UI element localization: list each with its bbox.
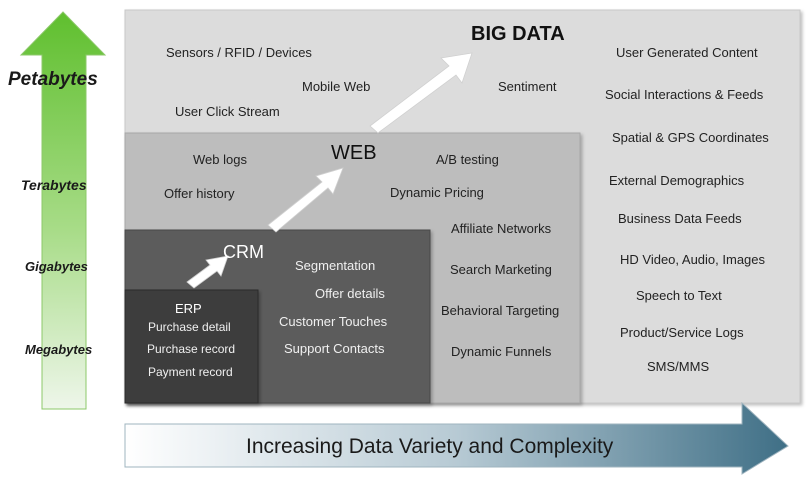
data-volume-arrow [19,11,107,410]
crm-item: Support Contacts [284,341,385,356]
web-right-item: Affiliate Networks [451,221,552,236]
big-data-right-item: User Generated Content [616,45,758,60]
x-axis-label: Increasing Data Variety and Complexity [246,435,614,458]
y-label-gigabytes: Gigabytes [25,259,88,274]
growth-arrow-crm-web [267,167,344,233]
erp-layer-box [124,289,259,404]
web-item: Dynamic Pricing [390,185,484,200]
web-title: WEB [331,142,377,164]
big-data-right-item: Product/Service Logs [620,325,744,340]
web-item: A/B testing [436,152,499,167]
web-right-item: Behavioral Targeting [441,303,560,318]
big-data-item: Sensors / RFID / Devices [166,45,312,60]
erp-item: Purchase record [147,342,236,356]
big-data-right-item: Spatial & GPS Coordinates [612,130,769,145]
big-data-item: Mobile Web [302,79,371,94]
web-item: Offer history [164,186,235,201]
big-data-title: BIG DATA [471,23,565,45]
web-right-item: Dynamic Funnels [451,344,552,359]
big-data-right-item: Speech to Text [636,288,722,303]
y-label-terabytes: Terabytes [21,177,87,193]
big-data-right-item: HD Video, Audio, Images [620,252,766,267]
big-data-right-item: Business Data Feeds [618,211,742,226]
big-data-right-item: Social Interactions & Feeds [605,87,764,102]
big-data-item: User Click Stream [175,104,280,119]
big-data-right-item: External Demographics [609,173,745,188]
crm-item: Offer details [315,286,385,301]
big-data-item: Sentiment [498,79,557,94]
erp-item: Payment record [148,365,233,379]
crm-item: Segmentation [295,258,376,273]
web-right-item: Search Marketing [450,262,552,277]
growth-arrow-erp-crm [186,255,229,289]
crm-item: Customer Touches [279,314,388,329]
erp-item: Purchase detail [148,320,231,334]
big-data-right-item: SMS/MMS [647,359,710,374]
y-label-petabytes: Petabytes [8,69,98,90]
erp-title: ERP [175,301,202,316]
growth-arrow-web-bigdata [369,52,473,134]
web-item: Web logs [193,152,247,167]
data-variety-arrow [124,401,789,475]
y-label-megabytes: Megabytes [25,342,93,357]
crm-title: CRM [223,242,264,262]
